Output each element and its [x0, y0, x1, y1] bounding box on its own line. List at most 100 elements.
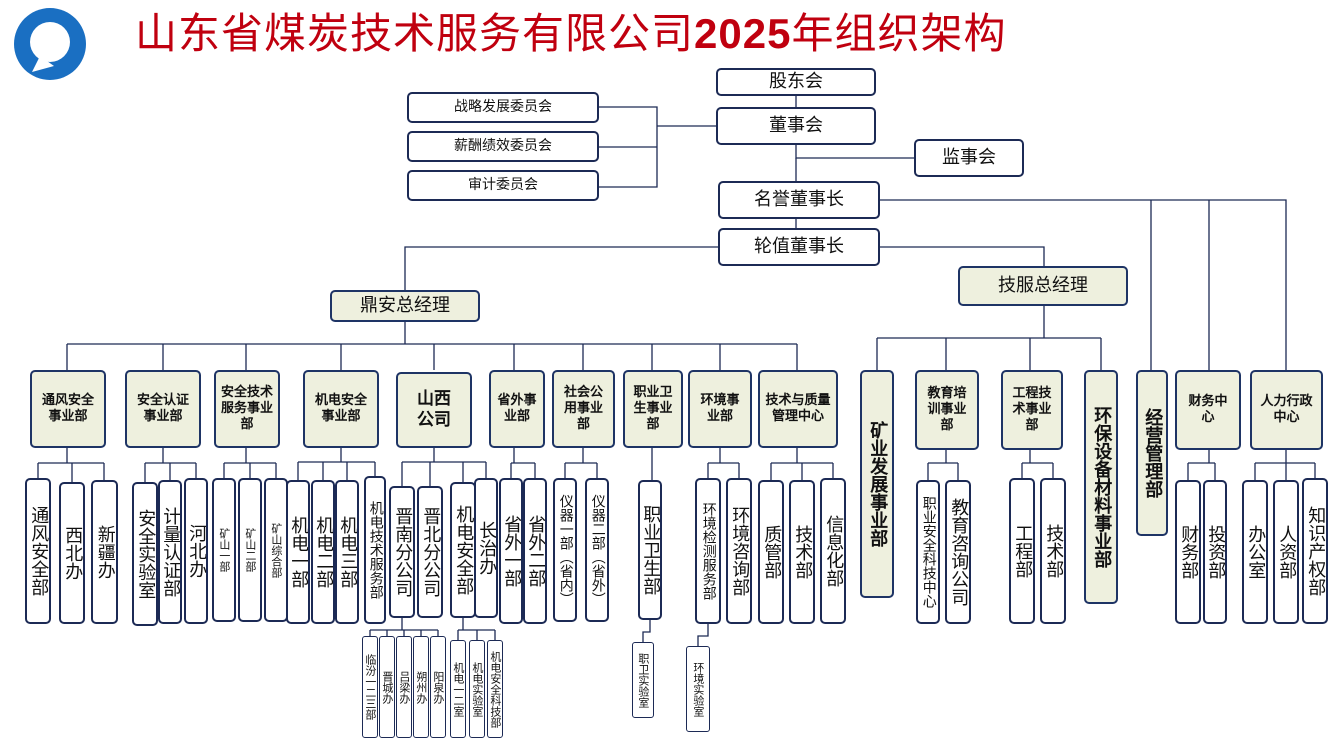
sub-dept-box: 投资部 [1203, 480, 1227, 624]
sub-dept-box: 办公室 [1242, 480, 1268, 624]
dept-shanxi: 山西公司 [396, 372, 472, 448]
sub-dept-label: 投资部 [1205, 525, 1227, 579]
dept-tongfeng: 通风安全事业部 [30, 370, 106, 448]
level3-label: 阳泉办 [431, 670, 445, 704]
sub-dept-label: 新疆办 [94, 525, 116, 579]
sub-dept-box: 机电三部 [335, 480, 359, 624]
sub-dept-label: 仪器二部（省外） [589, 494, 606, 606]
sub-dept-box: 环境咨询部 [726, 478, 752, 624]
sub-dept-box: 西北办 [59, 482, 85, 624]
dept-kuangye: 矿业发展事业部 [860, 370, 894, 598]
dept-zhiye: 职业卫生事业部 [623, 370, 683, 448]
rotating-chair-box: 轮值董事长 [718, 228, 880, 266]
sub-dept-box: 通风安全部 [25, 478, 51, 624]
sub-dept-label: 通风安全部 [28, 506, 50, 596]
sub-dept-box: 新疆办 [91, 480, 118, 624]
committee-strategy-box: 战略发展委员会 [407, 92, 599, 123]
sub-dept-label: 机电技术服务部 [367, 501, 384, 599]
dept-label: 技术与质量管理中心 [765, 392, 831, 424]
sub-dept-label: 省外二部 [525, 515, 547, 587]
sub-dept-label: 晋南分公司 [392, 507, 414, 597]
sub-dept-box: 教育咨询公司 [945, 480, 971, 624]
sub-dept-label: 安全实验室 [135, 509, 157, 599]
dept-anquanjishu: 安全技术服务事业部 [214, 370, 280, 448]
level3-label: 朔州办 [414, 670, 428, 704]
dept-jingying: 经营管理部 [1136, 370, 1168, 536]
level3-box: 阳泉办 [430, 636, 446, 738]
dept-renli: 人力行政中心 [1250, 370, 1323, 450]
dept-label: 机电安全事业部 [314, 392, 367, 424]
sub-dept-label: 机电二部 [313, 516, 335, 588]
title-prefix: 山东省煤炭技术服务有限公司 [135, 9, 695, 58]
sub-dept-box: 省外二部 [523, 478, 547, 624]
sub-dept-box: 晋北分公司 [417, 486, 443, 618]
level3-box: 吕梁办 [396, 636, 412, 738]
dept-label: 矿业发展事业部 [867, 421, 889, 547]
sub-dept-box: 仪器一部（省内） [553, 478, 577, 622]
level3-label: 晋城办 [380, 670, 394, 704]
sub-dept-label: 机电三部 [337, 516, 359, 588]
page-title: 山东省煤炭技术服务有限公司2025年组织架构 [135, 6, 1006, 62]
connector-line [880, 199, 1287, 370]
dept-shehui: 社会公用事业部 [552, 370, 615, 448]
level3-label: 临汾一二三部 [363, 654, 377, 720]
level3-label: 机电一二室 [451, 661, 465, 717]
supervisors-box: 监事会 [914, 139, 1024, 177]
sub-dept-box: 长治办 [474, 478, 498, 618]
sub-dept-box: 矿山二部 [238, 478, 262, 622]
level3-box: 机电实验室 [469, 640, 485, 738]
sub-dept-label: 机电安全部 [453, 505, 475, 595]
sub-dept-box: 技术部 [1040, 478, 1066, 624]
level3-box: 临汾一二三部 [362, 636, 378, 738]
sub-dept-box: 职业安全科技中心 [916, 480, 940, 624]
sub-dept-label: 人资部 [1276, 525, 1298, 579]
sub-dept-label: 环境咨询部 [729, 506, 751, 596]
connector-line [642, 620, 651, 642]
sub-dept-box: 安全实验室 [132, 482, 158, 626]
sub-dept-box: 矿山综合部 [264, 478, 288, 622]
dept-jidian: 机电安全事业部 [303, 370, 379, 448]
sub-dept-label: 信息化部 [823, 515, 845, 587]
sub-dept-label: 技术部 [792, 525, 814, 579]
sub-dept-label: 矿山二部 [243, 528, 257, 572]
sub-dept-label: 西北办 [62, 526, 84, 580]
dept-label: 省外事业部 [497, 392, 537, 424]
committee-audit-box: 审计委员会 [407, 170, 599, 201]
connector-line [697, 624, 709, 646]
dept-gongcheng: 工程技术事业部 [1001, 370, 1063, 450]
sub-dept-label: 矿山一部 [217, 528, 231, 572]
dept-label: 通风安全事业部 [41, 392, 94, 424]
sub-dept-label: 计量认证部 [160, 507, 182, 597]
dept-jiaoyu: 教育培训事业部 [915, 370, 979, 450]
dept-jishuzhiliang: 技术与质量管理中心 [758, 370, 838, 448]
honorary-chair-box: 名誉董事长 [718, 181, 880, 219]
dept-label: 安全认证事业部 [136, 392, 189, 424]
sub-dept-box: 知识产权部 [1302, 478, 1328, 624]
title-year: 2025 [694, 10, 792, 57]
sub-dept-label: 环境检测服务部 [700, 502, 717, 600]
committee-salary-box: 薪酬绩效委员会 [407, 131, 599, 162]
company-logo-icon [14, 8, 86, 80]
sub-dept-box: 机电安全部 [450, 482, 476, 618]
sub-dept-label: 质管部 [761, 525, 783, 579]
board-box: 董事会 [716, 107, 876, 145]
level3-box: 机电一二室 [450, 640, 466, 738]
shareholders-box: 股东会 [716, 68, 876, 96]
sub-dept-label: 矿山综合部 [269, 522, 283, 578]
sub-dept-box: 机电二部 [311, 480, 335, 624]
dept-label: 经营管理部 [1142, 408, 1164, 498]
dept-label: 环保设备材料事业部 [1091, 406, 1113, 568]
dept-shengwai: 省外事业部 [489, 370, 545, 448]
dept-caiwu: 财务中心 [1175, 370, 1241, 450]
level3-box: 职卫实验室 [632, 642, 654, 718]
level3-label: 吕梁办 [397, 670, 411, 704]
dept-label: 财务中心 [1188, 393, 1228, 425]
sub-dept-box: 省外一部 [499, 478, 523, 624]
level3-label: 机电安全科技部 [488, 650, 502, 728]
title-suffix: 年组织架构 [791, 9, 1007, 58]
dept-label: 社会公用事业部 [563, 384, 603, 433]
sub-dept-box: 机电技术服务部 [364, 476, 386, 624]
sub-dept-label: 河北办 [186, 524, 208, 578]
level3-box: 机电安全科技部 [487, 640, 503, 738]
level3-label: 职卫实验室 [636, 652, 650, 708]
